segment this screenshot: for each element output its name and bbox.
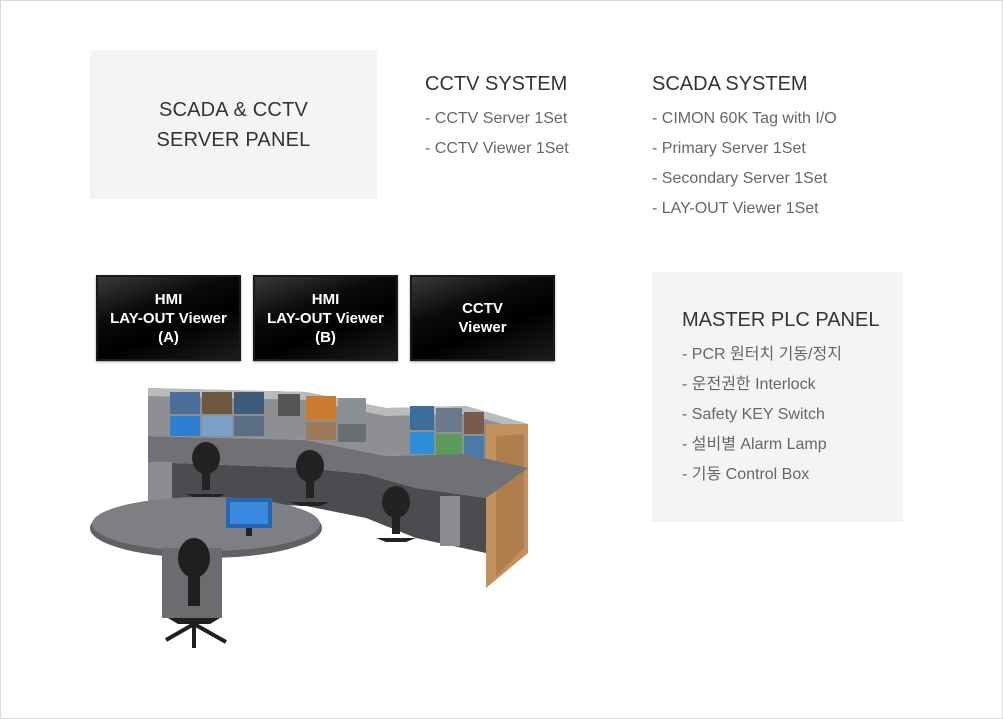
list-item: - CCTV Server 1Set [425,110,568,127]
monitor-hmi-b: HMI LAY-OUT Viewer (B) [253,275,398,361]
master-plc-panel-content: MASTER PLC PANEL - PCR 원터치 기동/정지 - 운전권한 … [682,309,879,490]
list-item: - 설비별 Alarm Lamp [682,436,827,453]
control-console-illustration [90,388,528,648]
monitor-label-line: HMI [154,290,183,308]
list-item: - Secondary Server 1Set [652,170,828,187]
cctv-system-section: CCTV SYSTEM - CCTV Server 1Set - CCTV Vi… [425,73,569,164]
list-item: - PCR 원터치 기동/정지 [682,346,842,363]
scada-system-title: SCADA SYSTEM [652,73,808,95]
monitor-label-line: (B) [315,328,336,346]
list-item: - Safety KEY Switch [682,406,825,423]
monitor-label: HMI LAY-OUT Viewer (A) [110,290,227,347]
server-panel-title-line1: SCADA & CCTV [158,98,309,121]
monitor-label-line: LAY-OUT Viewer [110,309,227,327]
cctv-system-title: CCTV SYSTEM [425,73,568,95]
list-item: - CIMON 60K Tag with I/O [652,110,837,127]
cctv-system-list: - CCTV Server 1Set - CCTV Viewer 1Set [425,104,569,164]
server-panel-box: SCADA & CCTV SERVER PANEL [90,50,377,199]
monitor-hmi-a: HMI LAY-OUT Viewer (A) [96,275,241,361]
monitor-label-line: (A) [158,328,179,346]
list-item: - Primary Server 1Set [652,140,806,157]
monitor-label-line: HMI [311,290,340,308]
monitor-label: CCTV Viewer [458,299,506,337]
list-item: - 기동 Control Box [682,466,810,483]
monitor-cctv-viewer: CCTV Viewer [410,275,555,361]
master-plc-panel-list: - PCR 원터치 기동/정지 - 운전권한 Interlock - Safet… [682,340,879,490]
monitor-label-line: LAY-OUT Viewer [267,309,384,327]
master-plc-panel-box: MASTER PLC PANEL - PCR 원터치 기동/정지 - 운전권한 … [652,272,903,522]
scada-system-list: - CIMON 60K Tag with I/O - Primary Serve… [652,104,837,224]
list-item: - 운전권한 Interlock [682,376,816,393]
server-panel-title-line2: SERVER PANEL [156,128,311,151]
master-plc-panel-title: MASTER PLC PANEL [682,309,880,331]
monitor-label-line: CCTV [462,300,503,317]
list-item: - LAY-OUT Viewer 1Set [652,200,819,217]
list-item: - CCTV Viewer 1Set [425,140,569,157]
monitor-label: HMI LAY-OUT Viewer (B) [267,290,384,347]
monitor-label-line: Viewer [458,319,507,336]
scada-system-section: SCADA SYSTEM - CIMON 60K Tag with I/O - … [652,73,837,224]
server-panel-title: SCADA & CCTV SERVER PANEL [157,95,311,155]
